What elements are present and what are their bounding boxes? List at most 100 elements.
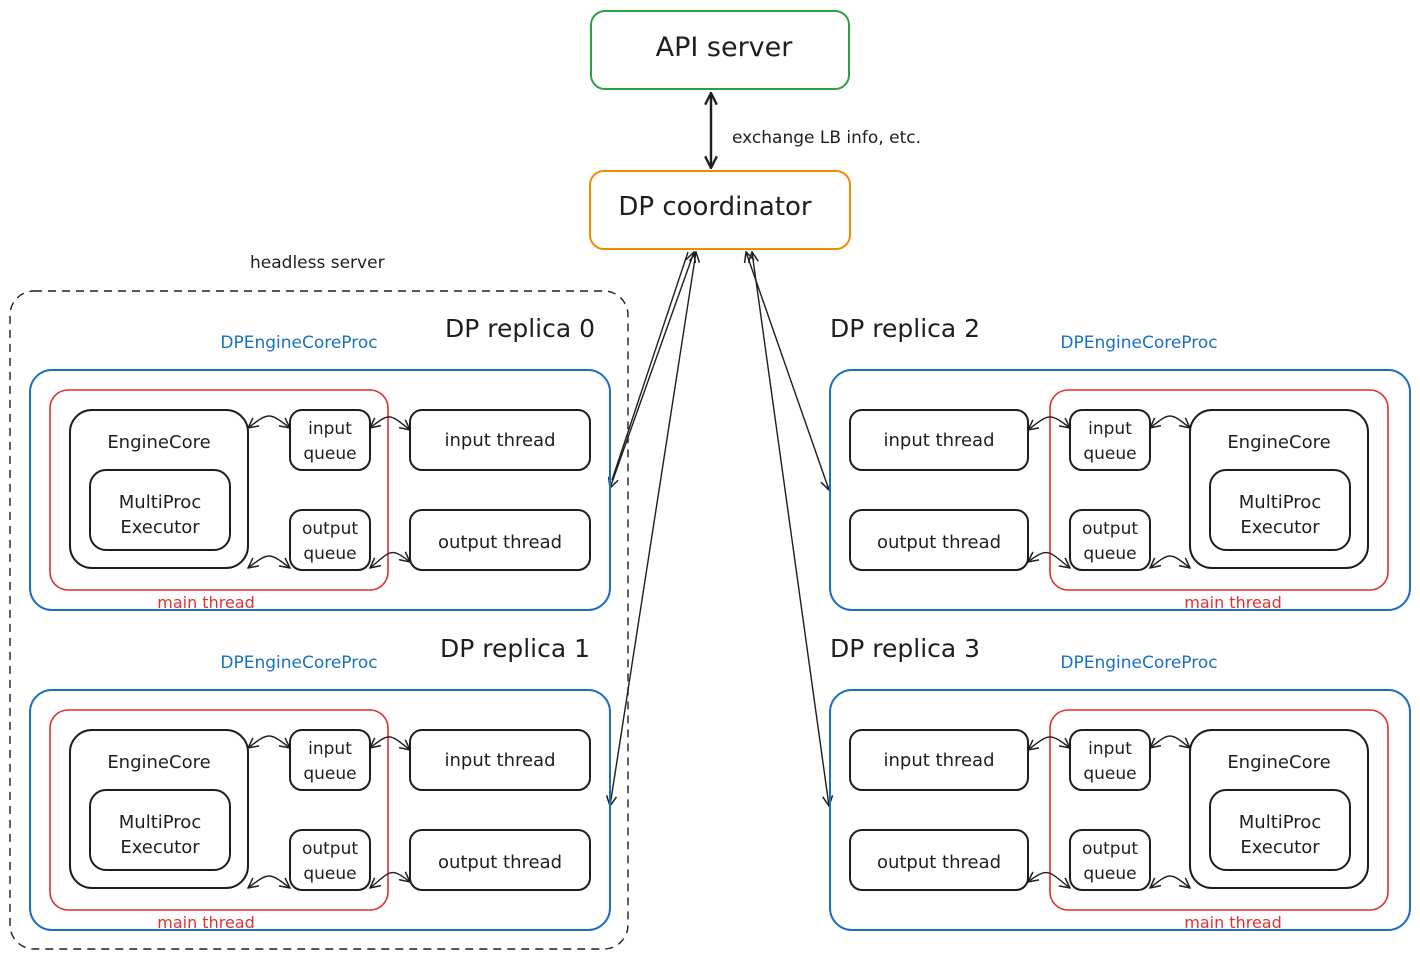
dp-engine-core-proc-box xyxy=(29,369,611,611)
input-thread-label: input thread xyxy=(444,430,555,451)
input-thread-queue-link xyxy=(1028,416,1070,430)
input-thread-label: input thread xyxy=(883,430,994,451)
input-queue-label-line2: queue xyxy=(1083,444,1136,464)
executor-label-line1: MultiProc xyxy=(119,812,201,833)
input-queue-box xyxy=(1069,409,1151,471)
link-replica-0 xyxy=(610,252,694,488)
headless-server-label: headless server xyxy=(250,253,385,273)
replica-title: DP replica 3 xyxy=(830,634,980,663)
executor-label-line1: MultiProc xyxy=(1239,492,1321,513)
output-queue-label-line2: queue xyxy=(1083,864,1136,884)
main-thread-label: main thread xyxy=(157,593,255,612)
main-thread-region xyxy=(1049,389,1389,591)
executor-label-line2: Executor xyxy=(1240,837,1320,858)
executor-label-line1: MultiProc xyxy=(1239,812,1321,833)
executor-label-line2: Executor xyxy=(120,517,200,538)
output-queue-label-line1: output xyxy=(1082,519,1138,539)
output-thread-queue-link xyxy=(1028,873,1070,888)
executor-label-line2: Executor xyxy=(120,837,200,858)
output-thread-label: output thread xyxy=(877,532,1001,553)
api-server-node: API server xyxy=(590,10,850,90)
proc-label: DPEngineCoreProc xyxy=(1060,333,1217,353)
output-queue-box xyxy=(289,829,371,891)
link-replica-0b xyxy=(611,251,689,481)
dp-coordinator-label: DP coordinator xyxy=(618,192,812,222)
output-queue-box xyxy=(289,509,371,571)
input-queue-box xyxy=(289,409,371,471)
proc-label: DPEngineCoreProc xyxy=(220,653,377,673)
output-thread-queue-link xyxy=(1028,553,1070,568)
main-thread-label: main thread xyxy=(157,913,255,932)
core-input-queue-link xyxy=(248,415,290,428)
output-queue-label-line2: queue xyxy=(303,544,356,564)
dp-engine-core-proc-box xyxy=(829,689,1411,931)
proc-label: DPEngineCoreProc xyxy=(220,333,377,353)
input-thread-label: input thread xyxy=(444,750,555,771)
input-queue-label-line1: input xyxy=(1088,739,1132,759)
dp-coordinator-node: DP coordinator xyxy=(589,170,851,250)
output-queue-label-line2: queue xyxy=(1083,544,1136,564)
core-output-queue-link xyxy=(248,555,290,568)
input-queue-label-line1: input xyxy=(308,419,352,439)
input-queue-core-link xyxy=(1150,415,1190,428)
coordinator-replica-links xyxy=(610,252,829,806)
output-queue-label-line1: output xyxy=(302,519,358,539)
output-queue-label-line1: output xyxy=(1082,839,1138,859)
engine-core-label: EngineCore xyxy=(107,432,210,453)
input-queue-thread-link xyxy=(370,416,410,430)
input-thread-box xyxy=(849,729,1029,791)
output-queue-thread-link xyxy=(370,553,410,568)
input-thread-box xyxy=(409,409,591,471)
output-queue-thread-link xyxy=(370,873,410,888)
main-thread-label: main thread xyxy=(1184,913,1282,932)
api-server-label: API server xyxy=(656,32,794,63)
dp-replica-2: DP replica 2 DPEngineCoreProc main thread E… xyxy=(829,314,1411,612)
replica-title: DP replica 1 xyxy=(440,634,590,663)
output-queue-box xyxy=(1069,509,1151,571)
input-queue-label-line1: input xyxy=(308,739,352,759)
core-output-queue-link xyxy=(248,875,290,888)
main-thread-label: main thread xyxy=(1184,593,1282,612)
output-thread-box xyxy=(409,509,591,571)
replica-title: DP replica 0 xyxy=(445,314,595,343)
input-queue-label-line2: queue xyxy=(1083,764,1136,784)
link-replica-2 xyxy=(746,252,829,490)
output-thread-label: output thread xyxy=(438,852,562,873)
output-queue-core-link xyxy=(1150,555,1190,568)
input-queue-label-line2: queue xyxy=(303,764,356,784)
dp-engine-core-proc-box xyxy=(29,689,611,931)
exchange-label: exchange LB info, etc. xyxy=(732,128,921,148)
output-thread-box xyxy=(849,509,1029,571)
input-queue-core-link xyxy=(1150,735,1190,748)
input-queue-box xyxy=(1069,729,1151,791)
output-queue-label-line2: queue xyxy=(303,864,356,884)
executor-label-line1: MultiProc xyxy=(119,492,201,513)
output-queue-label-line1: output xyxy=(302,839,358,859)
replica-title: DP replica 2 xyxy=(830,314,980,343)
multiproc-executor-box xyxy=(1209,469,1351,551)
engine-core-label: EngineCore xyxy=(107,752,210,773)
main-thread-region xyxy=(49,389,389,591)
dp-engine-core-proc-box xyxy=(829,369,1411,611)
input-queue-thread-link xyxy=(370,736,410,750)
output-thread-box xyxy=(409,829,591,891)
core-input-queue-link xyxy=(248,735,290,748)
output-thread-label: output thread xyxy=(438,532,562,553)
input-thread-queue-link xyxy=(1028,736,1070,750)
engine-core-label: EngineCore xyxy=(1227,432,1330,453)
link-replica-3 xyxy=(752,252,829,806)
input-queue-label-line1: input xyxy=(1088,419,1132,439)
output-queue-core-link xyxy=(1150,875,1190,888)
input-thread-label: input thread xyxy=(883,750,994,771)
input-queue-label-line2: queue xyxy=(303,444,356,464)
input-thread-box xyxy=(849,409,1029,471)
dp-replica-0: DP replica 0 DPEngineCoreProc main thread E… xyxy=(29,314,611,612)
output-thread-label: output thread xyxy=(877,852,1001,873)
input-thread-box xyxy=(409,729,591,791)
executor-label-line2: Executor xyxy=(1240,517,1320,538)
dp-replica-1: DP replica 1 DPEngineCoreProc main thread E… xyxy=(29,634,611,932)
api-server-box xyxy=(590,10,850,90)
